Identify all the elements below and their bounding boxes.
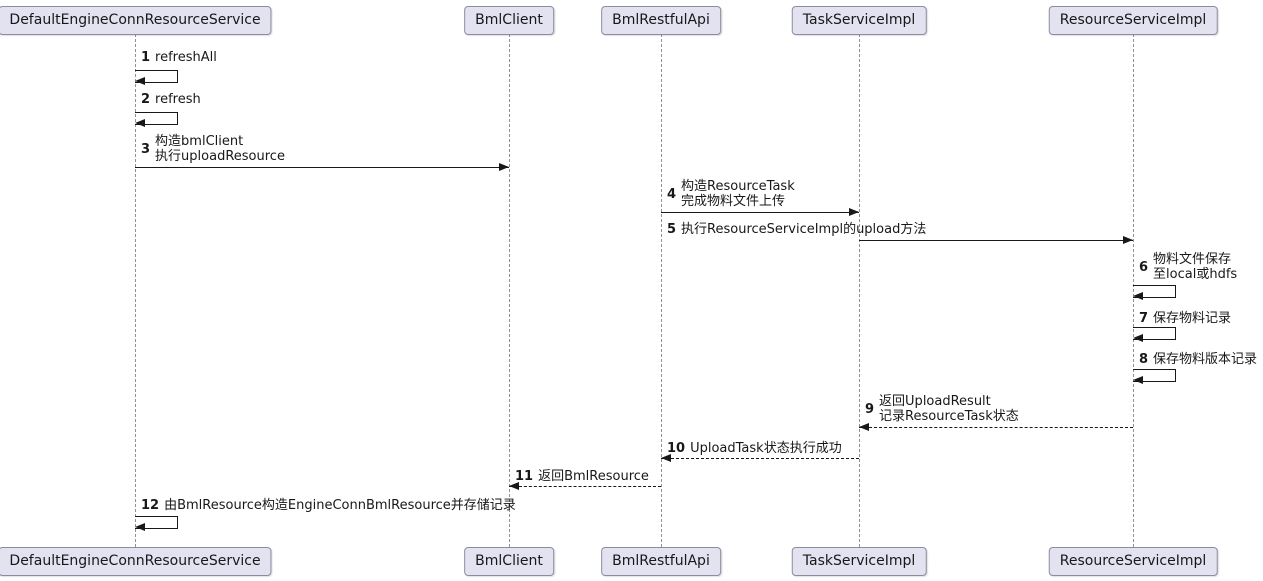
message-10-arrow bbox=[661, 458, 859, 459]
message-7-label: 7 保存物料记录 bbox=[1139, 311, 1231, 326]
message-12-self-arrow bbox=[135, 516, 178, 529]
participant-top-bml-restful-api: BmlRestfulApi bbox=[601, 6, 721, 35]
message-1-text: refreshAll bbox=[155, 50, 217, 65]
participant-bottom-task-service-impl: TaskServiceImpl bbox=[791, 547, 927, 576]
message-8-text: 保存物料版本记录 bbox=[1153, 352, 1258, 367]
message-12-label: 12 由BmlResource构造EngineConnBmlResource并存… bbox=[141, 498, 516, 513]
lifeline-default-engine-conn-resource-service bbox=[135, 34, 136, 547]
message-2-label: 2 refresh bbox=[141, 92, 201, 107]
message-1-self-arrow bbox=[135, 70, 178, 83]
message-10-label: 10 UploadTask状态执行成功 bbox=[667, 441, 842, 456]
participant-top-task-service-impl: TaskServiceImpl bbox=[791, 6, 927, 35]
message-9-text: 返回UploadResult 记录ResourceTask状态 bbox=[879, 394, 1019, 424]
message-5-arrowhead-icon bbox=[1123, 236, 1133, 244]
message-9-label: 9 返回UploadResult 记录ResourceTask状态 bbox=[865, 394, 1019, 424]
message-5-number: 5 bbox=[667, 222, 677, 237]
message-4-text: 构造ResourceTask 完成物料文件上传 bbox=[681, 179, 795, 209]
message-9-arrowhead-icon bbox=[859, 423, 869, 431]
message-11-arrowhead-icon bbox=[509, 482, 519, 490]
message-1-label: 1 refreshAll bbox=[141, 50, 217, 65]
lifeline-resource-service-impl bbox=[1133, 34, 1134, 547]
message-11-text: 返回BmlResource bbox=[538, 469, 649, 484]
message-8-number: 8 bbox=[1139, 352, 1149, 367]
message-7-text: 保存物料记录 bbox=[1153, 311, 1232, 326]
participant-bottom-bml-restful-api: BmlRestfulApi bbox=[601, 547, 721, 576]
message-2-number: 2 bbox=[141, 92, 151, 107]
message-5-text: 执行ResourceServiceImpl的upload方法 bbox=[681, 222, 927, 237]
message-12-text: 由BmlResource构造EngineConnBmlResource并存储记录 bbox=[164, 498, 516, 513]
message-9-number: 9 bbox=[865, 401, 875, 417]
message-6-text: 物料文件保存 至local或hdfs bbox=[1153, 252, 1238, 282]
message-3-label: 3 构造bmlClient 执行uploadResource bbox=[141, 134, 285, 164]
message-5-label: 5 执行ResourceServiceImpl的upload方法 bbox=[667, 222, 926, 237]
message-4-label: 4 构造ResourceTask 完成物料文件上传 bbox=[667, 179, 795, 209]
message-1-number: 1 bbox=[141, 50, 151, 65]
message-12-number: 12 bbox=[141, 498, 160, 513]
participant-bottom-bml-client: BmlClient bbox=[464, 547, 554, 576]
participant-bottom-default-engine-conn-resource-service: DefaultEngineConnResourceService bbox=[0, 547, 272, 576]
participant-top-bml-client: BmlClient bbox=[464, 6, 554, 35]
message-11-label: 11 返回BmlResource bbox=[515, 469, 649, 484]
lifeline-bml-client bbox=[509, 34, 510, 547]
message-6-arrowhead-icon bbox=[1133, 292, 1143, 300]
message-2-self-arrow bbox=[135, 112, 178, 125]
message-8-self-arrow bbox=[1133, 369, 1176, 382]
participant-bottom-resource-service-impl: ResourceServiceImpl bbox=[1048, 547, 1218, 576]
message-8-arrowhead-icon bbox=[1133, 376, 1143, 384]
participant-top-resource-service-impl: ResourceServiceImpl bbox=[1048, 6, 1218, 35]
message-10-arrowhead-icon bbox=[661, 454, 671, 462]
message-9-arrow bbox=[859, 427, 1133, 428]
message-12-arrowhead-icon bbox=[135, 523, 145, 531]
message-3-arrow bbox=[135, 167, 509, 168]
message-8-label: 8 保存物料版本记录 bbox=[1139, 352, 1257, 367]
message-3-number: 3 bbox=[141, 141, 151, 157]
message-3-text: 构造bmlClient 执行uploadResource bbox=[155, 134, 285, 164]
message-10-number: 10 bbox=[667, 441, 686, 456]
message-4-arrow bbox=[661, 212, 859, 213]
message-2-arrowhead-icon bbox=[135, 119, 145, 127]
message-5-arrow bbox=[859, 240, 1133, 241]
message-11-arrow bbox=[509, 486, 661, 487]
message-6-label: 6 物料文件保存 至local或hdfs bbox=[1139, 252, 1237, 282]
message-6-number: 6 bbox=[1139, 259, 1149, 275]
message-4-arrowhead-icon bbox=[849, 208, 859, 216]
lifeline-bml-restful-api bbox=[661, 34, 662, 547]
message-11-number: 11 bbox=[515, 469, 534, 484]
message-1-arrowhead-icon bbox=[135, 77, 145, 85]
message-4-number: 4 bbox=[667, 186, 677, 202]
message-7-arrowhead-icon bbox=[1133, 334, 1143, 342]
message-7-self-arrow bbox=[1133, 327, 1176, 340]
message-10-text: UploadTask状态执行成功 bbox=[690, 441, 842, 456]
message-2-text: refresh bbox=[155, 92, 201, 107]
participant-top-default-engine-conn-resource-service: DefaultEngineConnResourceService bbox=[0, 6, 272, 35]
message-7-number: 7 bbox=[1139, 311, 1149, 326]
lifeline-task-service-impl bbox=[859, 34, 860, 547]
message-3-arrowhead-icon bbox=[499, 163, 509, 171]
message-6-self-arrow bbox=[1133, 285, 1176, 298]
